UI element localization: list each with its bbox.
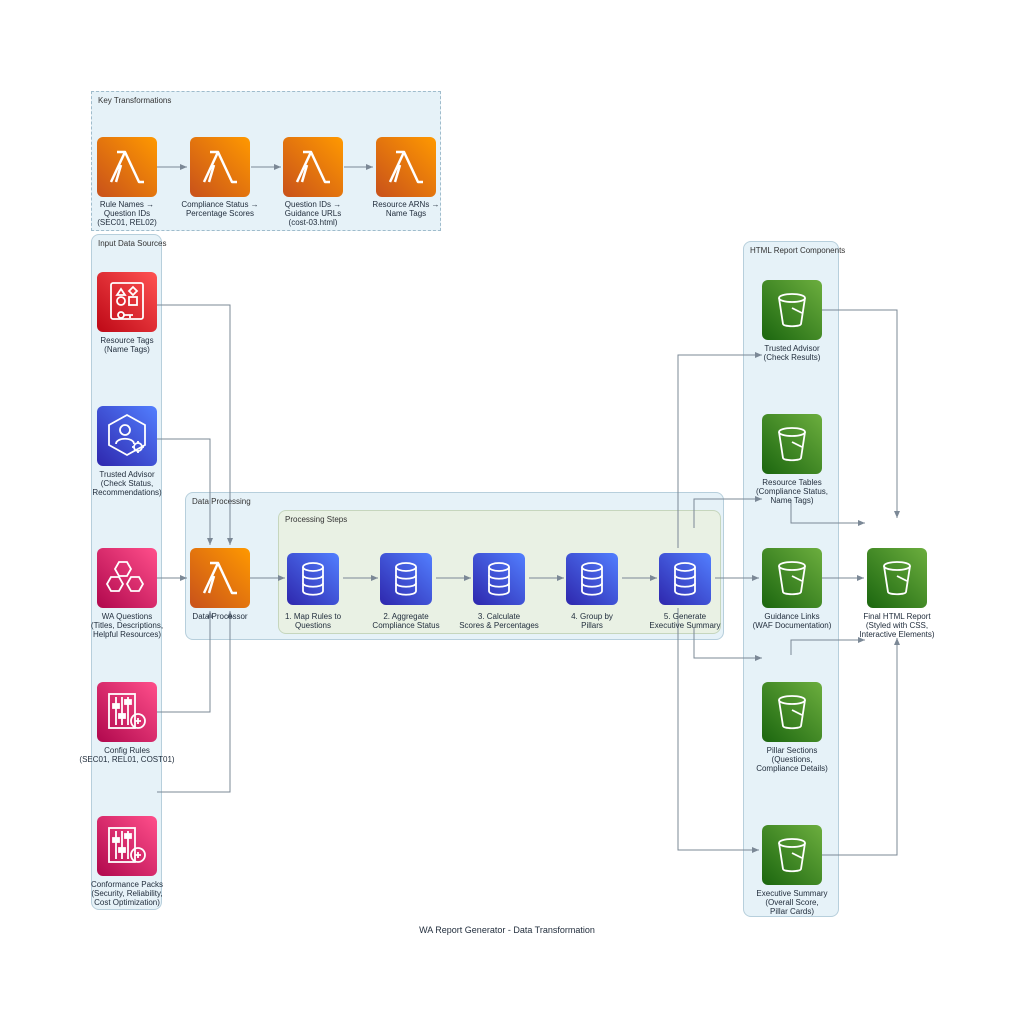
- transform-rule-names-label: Rule Names → Question IDs (SEC01, REL02): [97, 200, 157, 227]
- transform-resource-arns-label: Resource ARNs → Name Tags: [372, 200, 440, 218]
- conformance-packs-icon: [97, 816, 157, 876]
- final-html-report-label: Final HTML Report (Styled with CSS, Inte…: [859, 612, 935, 639]
- cluster-label: HTML Report Components: [750, 246, 846, 255]
- lambda-icon: [283, 137, 343, 197]
- lambda-icon: [376, 137, 436, 197]
- trusted-advisor-component-label: Trusted Advisor (Check Results): [763, 344, 821, 362]
- lambda-icon: [97, 137, 157, 197]
- config-rules-icon: [97, 682, 157, 742]
- resource-tags-icon: [97, 272, 157, 332]
- step-3-label: 3. Calculate Scores & Percentages: [459, 612, 539, 630]
- bucket-icon: [762, 280, 822, 340]
- cluster-label: Input Data Sources: [98, 239, 167, 248]
- lambda-icon: [190, 548, 250, 608]
- diagram-title: WA Report Generator - Data Transformatio…: [419, 925, 595, 935]
- hexagons-icon: [97, 548, 157, 608]
- bucket-icon: [762, 825, 822, 885]
- step-2-label: 2. Aggregate Compliance Status: [372, 612, 440, 630]
- transform-compliance-status-label: Compliance Status → Percentage Scores: [181, 200, 259, 218]
- data-processor-label: Data Processor: [192, 612, 248, 621]
- database-icon: [566, 553, 618, 605]
- bucket-icon: [867, 548, 927, 608]
- cluster-label: Key Transformations: [98, 96, 172, 105]
- trusted-advisor-input-label: Trusted Advisor (Check Status, Recommend…: [92, 470, 162, 497]
- conformance-packs-label: Conformance Packs (Security, Reliability…: [90, 880, 164, 907]
- resource-tables-label: Resource Tables (Compliance Status, Name…: [755, 478, 829, 505]
- step-5-label: 5. Generate Executive Summary: [649, 612, 721, 630]
- lambda-icon: [190, 137, 250, 197]
- wa-questions-label: WA Questions (Titles, Descriptions, Help…: [90, 612, 164, 639]
- bucket-icon: [762, 548, 822, 608]
- cluster-label: Data Processing: [192, 497, 251, 506]
- database-icon: [473, 553, 525, 605]
- trusted-advisor-icon: [97, 406, 157, 466]
- resource-tags-label: Resource Tags (Name Tags): [100, 336, 154, 354]
- bucket-icon: [762, 682, 822, 742]
- database-icon: [659, 553, 711, 605]
- step-4-label: 4. Group by Pillars: [571, 612, 613, 630]
- step-1-label: 1. Map Rules to Questions: [284, 612, 342, 630]
- pillar-sections-label: Pillar Sections (Questions, Compliance D…: [756, 746, 828, 773]
- transform-question-ids-label: Question IDs → Guidance URLs (cost-03.ht…: [284, 200, 342, 227]
- guidance-links-label: Guidance Links (WAF Documentation): [752, 612, 832, 630]
- cluster-label: Processing Steps: [285, 515, 348, 524]
- config-rules-label: Config Rules (SEC01, REL01, COST01): [79, 746, 175, 764]
- executive-summary-label: Executive Summary (Overall Score, Pillar…: [756, 889, 828, 916]
- database-icon: [287, 553, 339, 605]
- database-icon: [380, 553, 432, 605]
- bucket-icon: [762, 414, 822, 474]
